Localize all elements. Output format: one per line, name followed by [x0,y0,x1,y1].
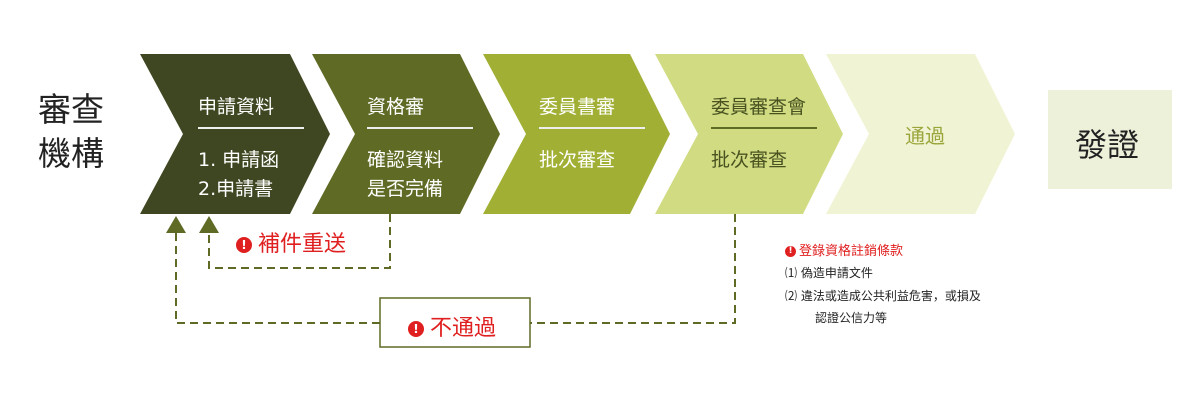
divider [198,127,304,129]
exclamation-icon: ! [408,321,424,337]
revocation-title-text: 登錄資格註銷條款 [799,244,904,259]
exclamation-icon: ! [236,237,252,253]
supplement-label: ! 補件重送 [236,226,346,258]
step-chevron-1 [140,54,330,214]
reject-label: ! 不通過 [408,310,496,342]
step-4-line: 批次審查 [711,149,788,171]
step-2-title: 資格審 [367,96,425,118]
step-4-title: 委員審查會 [711,96,807,118]
org-label-line: 機構 [38,134,104,173]
step-1-line: 2.申請書 [198,178,274,200]
revocation-item: ⑴ 偽造申請文件 [785,266,873,280]
reject-loop-line-left [175,230,380,324]
step-1-title: 申請資料 [198,96,275,118]
arrow-head-supplement [199,216,219,233]
step-chevron-4 [655,54,843,214]
step-2-line: 是否完備 [367,178,444,200]
step-1-line: 1. 申請函 [198,149,280,171]
step-chevron-3 [483,54,670,214]
revocation-title: !登錄資格註銷條款 [785,240,903,259]
supplement-text: 補件重送 [258,232,347,257]
divider [367,127,473,129]
step-3-title: 委員書審 [539,96,616,118]
org-label: 審查 機構 [38,88,104,176]
reject-loop-line [530,214,736,324]
final-box [1048,90,1172,189]
step-2-line: 確認資料 [367,149,444,171]
supplement-loop-line [208,214,391,269]
step-5-title: 通過 [905,124,945,148]
divider [711,127,817,129]
step-chevron-5 [826,54,1015,214]
arrow-head-reject [166,216,186,233]
step-chevron-2 [312,54,500,214]
revocation-item: 認證公信力等 [815,311,888,325]
final-label: 發證 [1075,126,1140,164]
divider [539,127,645,129]
reject-box [379,297,531,348]
org-label-line: 審查 [38,90,104,129]
exclamation-icon: ! [785,246,796,257]
reject-text: 不通過 [430,316,497,341]
step-3-line: 批次審查 [539,149,616,171]
revocation-item: ⑵ 違法或造成公共利益危害，或損及 [785,289,981,303]
